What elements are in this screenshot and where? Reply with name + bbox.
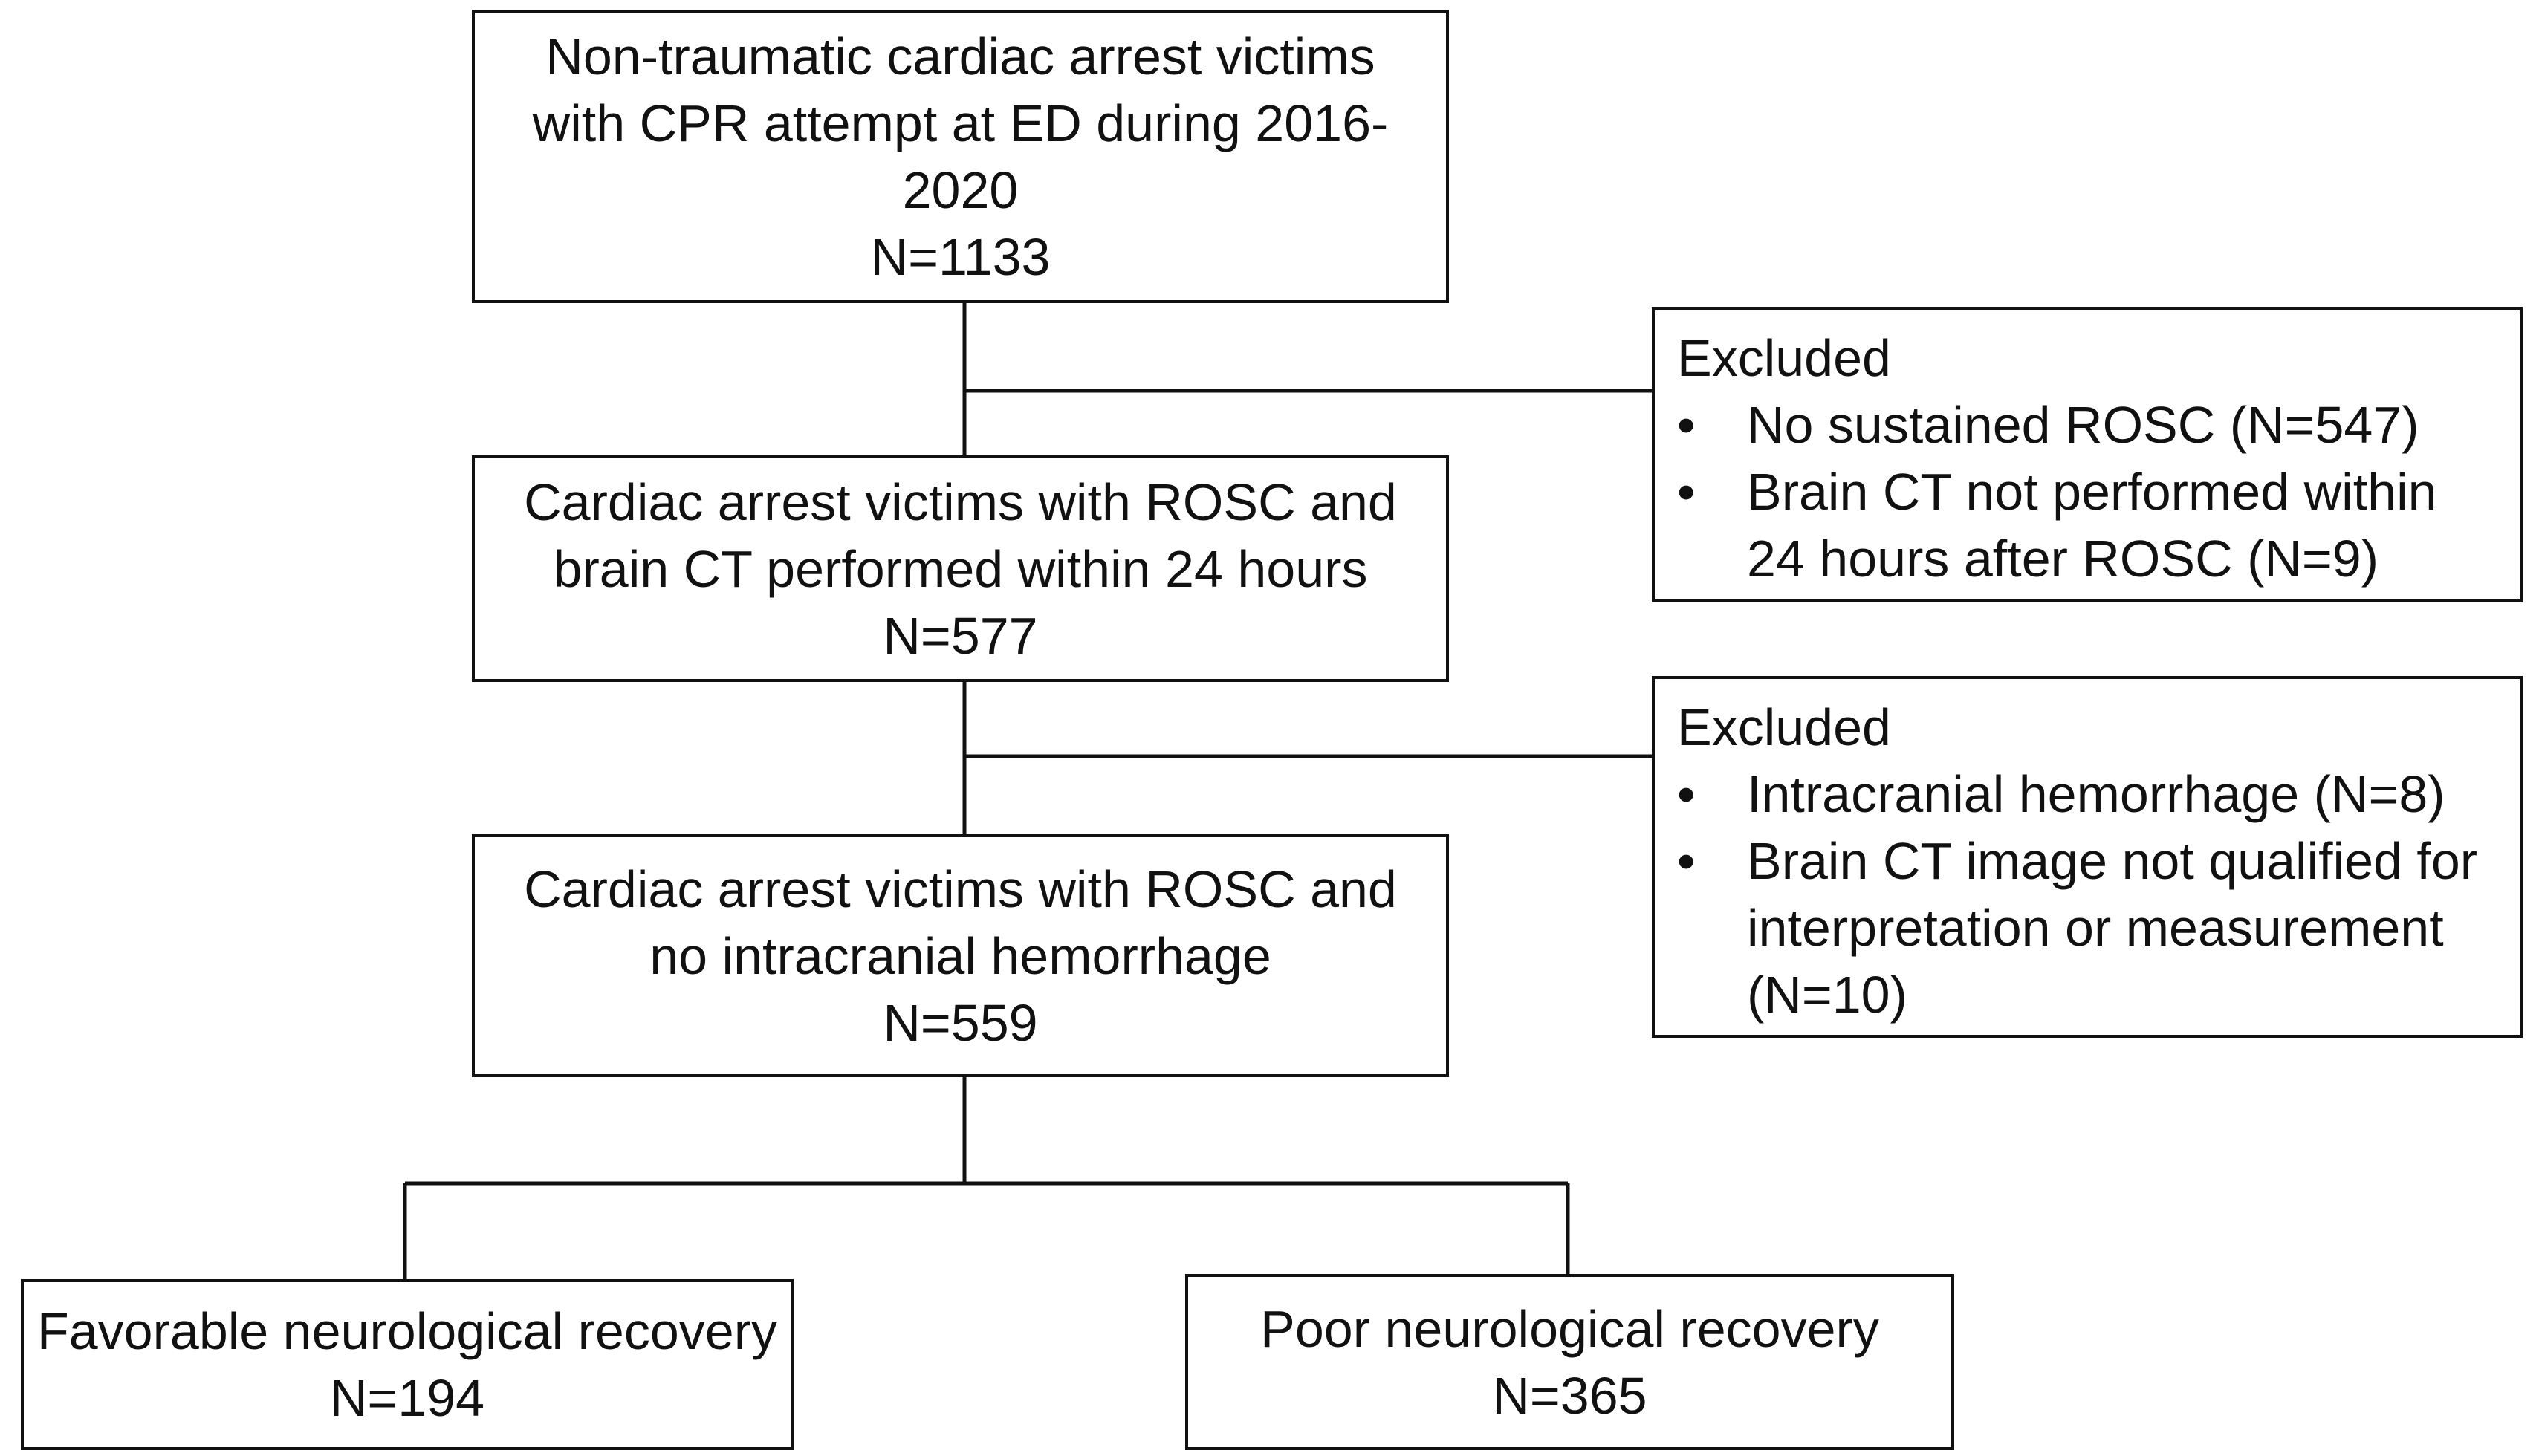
excluded-2-item-1-line-1: Intracranial hemorrhage (N=8) <box>1747 765 2445 823</box>
box-rosc-ct-count: N=577 <box>883 606 1038 665</box>
excluded-2-item: • Brain CT image not qualified for inter… <box>1677 828 2497 1028</box>
box-excluded-1: Excluded • No sustained ROSC (N=547) • B… <box>1652 307 2523 602</box>
box-excluded-2: Excluded • Intracranial hemorrhage (N=8)… <box>1652 676 2523 1038</box>
excluded-2-title: Excluded <box>1677 698 1891 756</box>
favorable-recovery-count: N=194 <box>329 1369 485 1427</box>
favorable-recovery-label: Favorable neurological recovery <box>36 1302 778 1360</box>
box-no-hemorrhage-count: N=559 <box>883 993 1038 1052</box>
box-no-hemorrhage-line-2: no intracranial hemorrhage <box>649 926 1271 985</box>
bullet-icon: • <box>1677 832 1696 890</box>
excluded-1-title: Excluded <box>1677 329 1891 387</box>
box-rosc-ct-line-1: Cardiac arrest victims with ROSC and <box>524 472 1397 531</box>
box-rosc-ct-line-2: brain CT performed within 24 hours <box>553 539 1368 598</box>
box-no-hemorrhage-cohort: Cardiac arrest victims with ROSC and no … <box>472 834 1449 1077</box>
excluded-1-item-2-line-2: 24 hours after ROSC (N=9) <box>1747 530 2379 588</box>
poor-recovery-label: Poor neurological recovery <box>1260 1299 1879 1358</box>
poor-recovery-count: N=365 <box>1492 1366 1647 1425</box>
box-rosc-ct-cohort: Cardiac arrest victims with ROSC and bra… <box>472 455 1449 682</box>
box-initial-cohort-line-3: 2020 <box>902 160 1019 219</box>
excluded-1-item-2-line-1: Brain CT not performed within <box>1747 463 2437 521</box>
bullet-icon: • <box>1677 765 1696 823</box>
bullet-icon: • <box>1677 463 1696 521</box>
excluded-2-item-2-line-1: Brain CT image not qualified for <box>1747 832 2478 890</box>
excluded-1-item-1-line-1: No sustained ROSC (N=547) <box>1747 396 2419 454</box>
box-initial-cohort-line-2: with CPR attempt at ED during 2016- <box>532 94 1389 152</box>
bullet-icon: • <box>1677 396 1696 454</box>
box-initial-cohort: Non-traumatic cardiac arrest victims wit… <box>472 10 1449 303</box>
box-initial-cohort-line-1: Non-traumatic cardiac arrest victims <box>545 27 1375 85</box>
excluded-1-item: • No sustained ROSC (N=547) <box>1677 391 2497 458</box>
box-poor-recovery: Poor neurological recovery N=365 <box>1185 1274 1954 1450</box>
box-favorable-recovery: Favorable neurological recovery N=194 <box>21 1279 794 1450</box>
excluded-2-item-2-line-3: (N=10) <box>1747 966 1907 1024</box>
excluded-2-item-2-line-2: interpretation or measurement <box>1747 899 2444 957</box>
excluded-2-item: • Intracranial hemorrhage (N=8) <box>1677 761 2497 828</box>
box-no-hemorrhage-line-1: Cardiac arrest victims with ROSC and <box>524 859 1397 918</box>
excluded-1-item: • Brain CT not performed within 24 hours… <box>1677 458 2497 592</box>
box-initial-cohort-count: N=1133 <box>870 227 1051 286</box>
